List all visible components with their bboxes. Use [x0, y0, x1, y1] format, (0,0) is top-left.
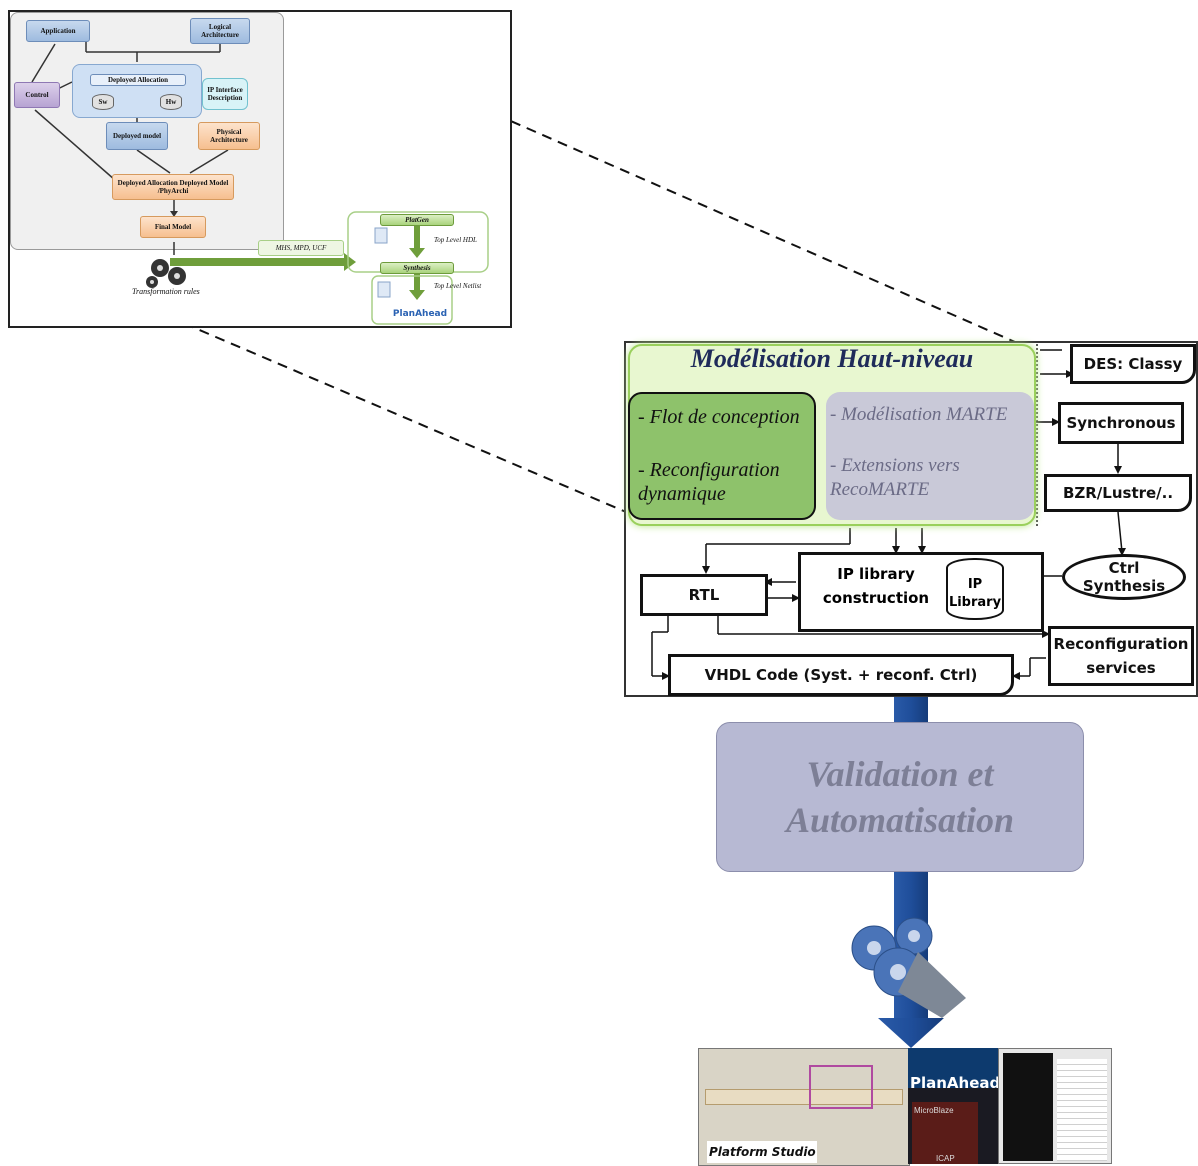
- reconfiguration-services-box: Reconfiguration services: [1048, 626, 1194, 686]
- reconfiguration-dynamique-text: - Reconfiguration dynamique: [638, 459, 780, 505]
- inset-planahead-logo: PlanAhead: [392, 306, 448, 322]
- final-model-box: Final Model: [140, 216, 206, 238]
- sw-cylinder: Sw: [92, 94, 114, 110]
- deployed-model-box: Deployed model: [106, 122, 168, 150]
- microblaze-text: MicroBlaze: [914, 1106, 954, 1115]
- planahead-banner: [908, 1048, 998, 1088]
- deployed-allocation-group: [72, 64, 202, 118]
- tool-dark-pane: [1003, 1053, 1053, 1161]
- final-model-label: Final Model: [154, 223, 192, 231]
- ip-library-label: IP Library: [948, 577, 1002, 610]
- design-flow-topics-box: [628, 392, 816, 520]
- synchronous-label: Synchronous: [1066, 414, 1176, 432]
- highlevel-right-edge: [1036, 344, 1046, 526]
- platgen-label: PlatGen: [405, 216, 429, 224]
- rtl-label: RTL: [688, 586, 720, 604]
- inset-planahead-label: PlanAhead: [392, 309, 448, 319]
- microblaze-region: [912, 1102, 978, 1164]
- platform-studio-text: Platform Studio: [709, 1145, 816, 1159]
- deployed-alloc-model-box: Deployed Allocation Deployed Model /PhyA…: [112, 174, 234, 200]
- synthesis-label: Synthesis: [403, 264, 431, 272]
- deployed-alloc-model-label: Deployed Allocation Deployed Model /PhyA…: [117, 179, 229, 195]
- logical-architecture-box: Logical Architecture: [190, 18, 250, 44]
- inset-connectors: [31, 40, 489, 325]
- flot-conception-text: - Flot de conception: [638, 406, 800, 428]
- planahead-text: PlanAhead: [910, 1074, 998, 1092]
- validation-automatisation-label: Validation et Automatisation: [785, 754, 1015, 840]
- tool-table-rows: [1057, 1059, 1107, 1161]
- mhs-mpd-ucf-box: MHS, MPD, UCF: [258, 240, 344, 256]
- gears-icon: [851, 917, 966, 1018]
- deployed-allocation-label: Deployed Allocation: [107, 76, 169, 84]
- modelisation-marte-text: - Modélisation MARTE: [830, 404, 1008, 425]
- bzr-lustre-label: BZR/Lustre/..: [1062, 484, 1174, 502]
- hw-label: Hw: [165, 98, 177, 106]
- platform-studio-logo: [707, 1141, 817, 1163]
- mhs-mpd-ucf-label: MHS, MPD, UCF: [275, 244, 327, 252]
- deployed-allocation-box: Deployed Allocation: [90, 74, 186, 86]
- ip-library-cylinder: IP Library: [946, 558, 1004, 620]
- planahead-screenshot: PlanAhead MicroBlaze ICAP: [908, 1048, 998, 1164]
- sw-label: Sw: [98, 98, 108, 106]
- hw-cylinder: Hw: [160, 94, 182, 110]
- reconfiguration-services-label: Reconfiguration services: [1053, 635, 1189, 677]
- validation-automatisation-box: Validation et Automatisation: [716, 722, 1084, 872]
- control-label: Control: [25, 91, 49, 99]
- des-classy-label: DES: Classy: [1083, 355, 1183, 373]
- extensions-recomarte-text: - Extensions vers RecoMARTE: [830, 455, 960, 500]
- ip-interface-label: IP Interface Description: [207, 86, 243, 102]
- logical-architecture-label: Logical Architecture: [201, 23, 239, 39]
- physical-architecture-box: Physical Architecture: [198, 122, 260, 150]
- application-label: Application: [40, 27, 76, 35]
- top-level-hdl-text: Top Level HDL: [434, 236, 477, 244]
- platform-studio-screenshot: Platform Studio: [698, 1048, 910, 1166]
- des-classy-box: DES: Classy: [1070, 344, 1196, 384]
- highlevel-title: Modélisation Haut-niveau: [690, 344, 974, 373]
- icap-text: ICAP: [936, 1154, 955, 1163]
- rtl-box: RTL: [640, 574, 768, 616]
- transformation-rules-text: Transformation rules: [132, 287, 200, 296]
- bzr-lustre-box: BZR/Lustre/..: [1044, 474, 1192, 512]
- synthesis-box: Synthesis: [380, 262, 454, 274]
- ip-interface-cylinder: IP Interface Description: [202, 78, 248, 110]
- physical-architecture-label: Physical Architecture: [210, 128, 248, 144]
- tool-table-screenshot: [998, 1048, 1112, 1164]
- ps-bus-row: [705, 1089, 903, 1105]
- application-box: Application: [26, 20, 90, 42]
- top-level-netlist-text: Top Level Netlist: [434, 282, 482, 290]
- vhdl-code-label: VHDL Code (Syst. + reconf. Ctrl): [704, 666, 978, 684]
- platgen-box: PlatGen: [380, 214, 454, 226]
- ps-block: [809, 1065, 873, 1109]
- marte-topics-box: [826, 392, 1034, 520]
- ip-library-construction-text: IP library construction: [822, 565, 930, 607]
- ctrl-synthesis-ellipse: Ctrl Synthesis: [1062, 554, 1186, 600]
- ctrl-synthesis-label: Ctrl Synthesis: [1082, 559, 1166, 595]
- control-box: Control: [14, 82, 60, 108]
- synchronous-box: Synchronous: [1058, 402, 1184, 444]
- vhdl-code-box: VHDL Code (Syst. + reconf. Ctrl): [668, 654, 1014, 696]
- deployed-model-label: Deployed model: [112, 132, 162, 140]
